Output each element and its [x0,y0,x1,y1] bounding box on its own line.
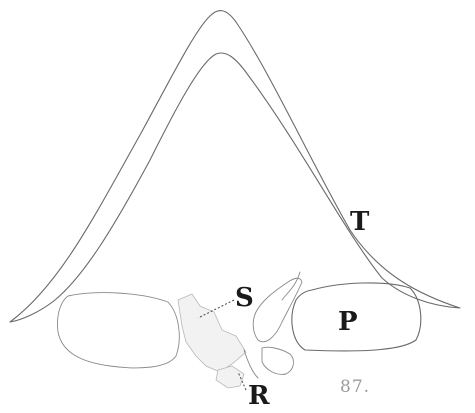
left-plate [57,293,179,368]
label-p: P [338,307,358,337]
figure-number: 87. [340,377,370,397]
label-s: S [235,283,254,313]
label-t: T [350,207,370,237]
label-r: R [248,381,270,411]
tergite-outline [10,11,460,322]
